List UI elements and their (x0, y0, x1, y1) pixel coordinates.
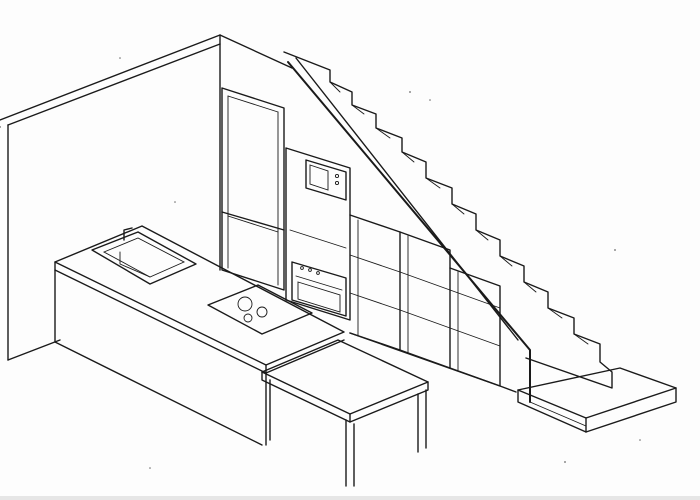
speck (639, 439, 641, 441)
oven-handle (295, 275, 343, 291)
faucet (123, 227, 133, 241)
speck (429, 99, 431, 101)
oven-knob-1 (300, 266, 304, 270)
paper-specks (119, 57, 641, 469)
shelving-bottom (349, 332, 517, 393)
shelf-line-2 (349, 292, 501, 347)
cooktop-burner-3 (243, 313, 253, 323)
island-top (54, 225, 345, 366)
fridge-cabinet (221, 87, 285, 291)
cooktop-burner-1 (237, 296, 253, 312)
shelf-unit-1 (349, 214, 401, 351)
table-leg-side (417, 389, 427, 453)
stair-stringer-inner (295, 57, 519, 341)
speck (614, 249, 616, 251)
speck (119, 57, 121, 59)
extension-table (261, 339, 429, 487)
floor-line-left (7, 339, 61, 361)
speck (174, 201, 176, 203)
scan-bottom-edge (0, 496, 700, 500)
under-stair-shelving (349, 214, 517, 393)
oven-column-outline (285, 147, 351, 321)
island-top-thickness (54, 269, 345, 374)
microwave-knob-2 (334, 180, 340, 186)
microwave-window (309, 164, 329, 191)
table-top-side-edge (349, 381, 429, 423)
island-front-left (54, 261, 263, 446)
table-leg-front (345, 419, 355, 487)
cooktop (207, 284, 313, 335)
oven-front (291, 261, 347, 317)
oven-window (297, 281, 341, 313)
microwave-knob-1 (334, 173, 340, 179)
cooktop-burner-2 (256, 306, 268, 318)
column-shelf-1 (289, 229, 347, 249)
stair-treads-risers (283, 51, 613, 389)
speck (564, 461, 566, 463)
landing-step-front (517, 389, 587, 433)
sink-basin-depth (119, 251, 151, 278)
fridge-outline (221, 87, 285, 291)
wall-top-inner-edge (7, 43, 221, 126)
fridge-top-inner (227, 95, 279, 113)
speck (149, 467, 151, 469)
speck (409, 91, 411, 93)
microwave-front (305, 159, 347, 201)
table-top-front-edge (261, 371, 351, 423)
oven-knob-3 (316, 271, 320, 275)
sink-outer (91, 231, 197, 285)
sink-inner (102, 237, 186, 278)
landing-step-inner-edge (529, 401, 587, 427)
staircase (283, 51, 677, 433)
fridge-door-split (221, 211, 285, 231)
shelf-unit-2 (399, 231, 451, 369)
kitchen-island (54, 225, 345, 446)
stair-tread-depth-lines (329, 81, 589, 345)
landing-step-side (585, 387, 677, 433)
oven-column (285, 147, 351, 321)
wall-top-edge (0, 34, 293, 121)
back-wall (0, 34, 293, 361)
fridge-door-split-inner (227, 215, 279, 233)
oven-knob-2 (308, 268, 312, 272)
shelf-line-1 (349, 254, 501, 309)
stair-stringer-diagonal (287, 61, 531, 403)
